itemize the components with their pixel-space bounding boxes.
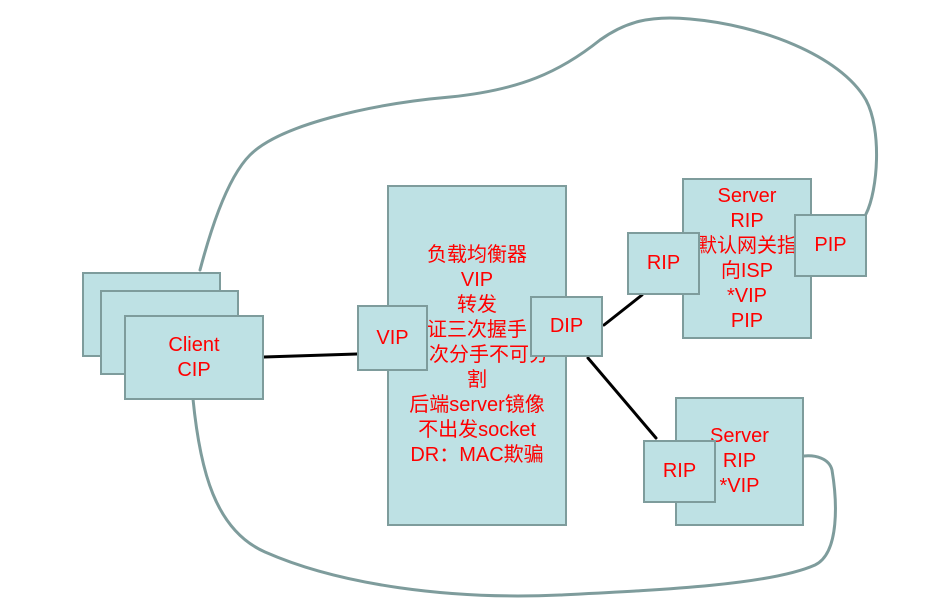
outer-loop-upper — [198, 16, 879, 272]
lb-text-line: 次分手不可分 — [429, 344, 549, 366]
rs2-text-line: RIP — [722, 450, 757, 472]
lb-vip-interface: VIP — [357, 305, 428, 371]
real-server-2-rip-interface: RIP — [643, 440, 716, 503]
lb-dip-interface: DIP — [530, 296, 603, 357]
rs2-rip-label: RIP — [662, 460, 697, 482]
vip-label: VIP — [376, 326, 409, 349]
rs1-text-line: RIP — [730, 209, 764, 232]
rs2-text-line: Server — [710, 425, 769, 447]
lb-text-line: 割 — [467, 369, 487, 391]
rs1-pip-label: PIP — [814, 234, 847, 256]
client-box: Client CIP — [124, 315, 264, 400]
link-dip-to-server2-rip — [586, 356, 658, 440]
lb-text-line: 转发 — [457, 294, 497, 316]
lb-text-line: 负载均衡器 — [427, 244, 527, 266]
lb-text-line: 不出发socket — [418, 419, 536, 441]
lb-text-line: VIP — [460, 269, 494, 291]
rs1-text-line: 向ISP — [720, 259, 774, 282]
link-dip-to-server1-rip — [602, 293, 644, 327]
real-server-1-rip-interface: RIP — [627, 232, 700, 295]
client-ip-label: CIP — [177, 358, 211, 381]
rs1-text-line: PIP — [730, 309, 764, 332]
rs1-text-line: 默认网关指 — [697, 234, 797, 257]
real-server-1-pip-interface: PIP — [794, 214, 867, 277]
lb-text-line: DR：MAC欺骗 — [410, 444, 544, 466]
dip-label: DIP — [549, 315, 584, 337]
real-server-1-box: Server RIP 默认网关指 向ISP *VIP PIP — [682, 178, 812, 339]
outer-loop-lower — [191, 397, 837, 598]
link-client-to-vip — [262, 352, 359, 359]
lb-text-line: 证三次握手 — [427, 319, 527, 341]
client-label: Client — [168, 333, 220, 356]
lb-text-line: 后端server镜像 — [409, 394, 545, 416]
rs1-rip-label: RIP — [646, 252, 681, 274]
rs1-text-line: *VIP — [726, 284, 768, 307]
rs1-text-line: Server — [717, 184, 777, 207]
rs2-text-line: *VIP — [719, 475, 760, 497]
